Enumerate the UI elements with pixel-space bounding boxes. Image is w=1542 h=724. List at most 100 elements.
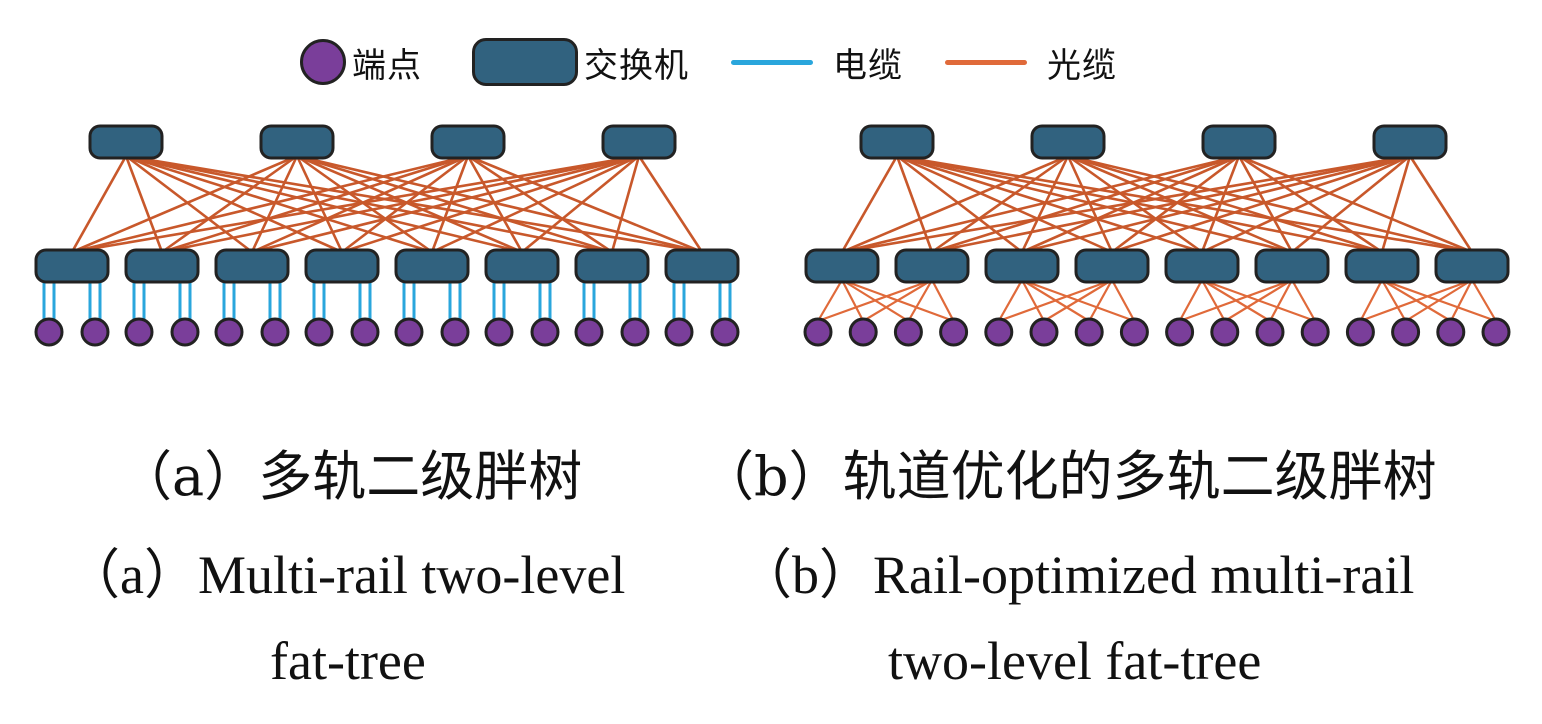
optical-cable <box>997 279 1023 322</box>
endpoint <box>484 317 514 347</box>
spine-switch <box>859 124 935 160</box>
endpoint-icon <box>300 39 346 85</box>
optical-cable <box>1359 279 1383 322</box>
caption-b-zh: （b）轨道优化的多轨二级胖树 <box>700 445 1437 508</box>
optical-cable <box>817 278 933 323</box>
endpoint <box>939 317 969 347</box>
optical-cable <box>1269 279 1293 322</box>
leaf-switch <box>1434 248 1510 284</box>
endpoint <box>34 317 64 347</box>
legend-item-switch: 交换机 <box>448 38 689 87</box>
optical-cable <box>1380 155 1412 253</box>
optical-cable <box>1111 154 1411 254</box>
spine-switch <box>1030 124 1106 160</box>
spine-switch <box>88 124 164 160</box>
spine-switch <box>430 124 506 160</box>
endpoint <box>803 317 833 347</box>
caption-b-en-line2: two-level fat-tree <box>888 631 1262 691</box>
endpoint <box>1255 317 1285 347</box>
optical-cable <box>1201 279 1226 322</box>
optical-cable <box>931 154 1240 254</box>
optical-cable <box>1021 279 1045 322</box>
caption-a-zh: （a）多轨二级胖树 <box>118 445 583 508</box>
optical-cable <box>1043 279 1113 322</box>
optical-cable <box>1238 154 1383 254</box>
optical-cable <box>1291 154 1411 254</box>
optical-cable <box>125 154 613 254</box>
optical-cable <box>125 154 253 254</box>
legend-item-endpoint: 端点 <box>300 38 422 87</box>
legend-item-optical-cable: 光缆 <box>929 38 1117 87</box>
endpoint <box>1436 317 1466 347</box>
optical-cable <box>931 154 1411 254</box>
endpoint <box>893 317 923 347</box>
nodes <box>803 124 1511 347</box>
endpoint <box>170 317 200 347</box>
optical-cable <box>841 154 1069 254</box>
leaf-switch <box>984 248 1060 284</box>
legend-label: 电缆 <box>833 45 903 86</box>
leaf-switch <box>34 248 110 284</box>
optical-cable <box>1224 279 1293 322</box>
optical-cable <box>841 279 865 322</box>
optical-cable <box>431 154 640 254</box>
optical-cable <box>907 279 933 322</box>
optical-cable <box>296 154 523 254</box>
endpoint <box>1029 317 1059 347</box>
optical-cable <box>161 154 298 254</box>
optical-cable <box>896 154 1203 254</box>
legend-label: 交换机 <box>584 45 689 86</box>
optical-cable <box>1111 279 1136 322</box>
optical-cable <box>467 154 703 254</box>
optical-cable <box>896 154 1383 254</box>
optical-cable <box>124 155 164 253</box>
leaf-switch <box>484 248 560 284</box>
spine-switch <box>1372 124 1448 160</box>
caption-a-en-line2: fat-tree <box>270 631 426 691</box>
optical-cable <box>896 154 1473 254</box>
endpoint <box>574 317 604 347</box>
leaf-switch <box>1164 248 1240 284</box>
endpoint <box>848 317 878 347</box>
optical-cable <box>1291 279 1317 322</box>
endpoint <box>984 317 1014 347</box>
optical-cable <box>841 154 1411 254</box>
optical-cable <box>161 154 469 254</box>
endpoint <box>1165 317 1195 347</box>
optical-cable <box>296 154 613 254</box>
optical-cable <box>1178 279 1203 322</box>
leaf-switch <box>664 248 740 284</box>
leaf-switch <box>1344 248 1420 284</box>
optical-cable <box>998 278 1113 323</box>
cables <box>42 154 732 321</box>
endpoint <box>440 317 470 347</box>
optical-cable <box>1360 278 1473 323</box>
endpoint <box>260 317 290 347</box>
optical-cable <box>862 279 933 322</box>
optical-cable <box>841 154 1240 254</box>
optical-cable <box>610 155 641 253</box>
endpoint <box>1391 317 1421 347</box>
optical-cable <box>1067 154 1293 254</box>
optical-cable <box>896 154 1023 254</box>
endpoint <box>1300 317 1330 347</box>
optical-cable <box>296 154 433 254</box>
optical-cable <box>70 155 128 253</box>
endpoint <box>620 317 650 347</box>
optical-cable <box>71 154 640 254</box>
legend-label: 光缆 <box>1047 45 1117 86</box>
optical-cable <box>637 155 704 253</box>
endpoint <box>664 317 694 347</box>
optical-cable <box>817 279 843 322</box>
optical-cable <box>521 154 640 254</box>
optical-cable <box>895 155 934 253</box>
leaf-switch <box>804 248 880 284</box>
optical-cable <box>1405 279 1473 322</box>
endpoint <box>710 317 740 347</box>
optical-cable <box>1381 279 1407 322</box>
optical-cable <box>1471 279 1497 322</box>
optical-cable <box>295 155 344 253</box>
legend-label: 端点 <box>352 45 422 86</box>
leaf-switch <box>894 248 970 284</box>
endpoint <box>304 317 334 347</box>
